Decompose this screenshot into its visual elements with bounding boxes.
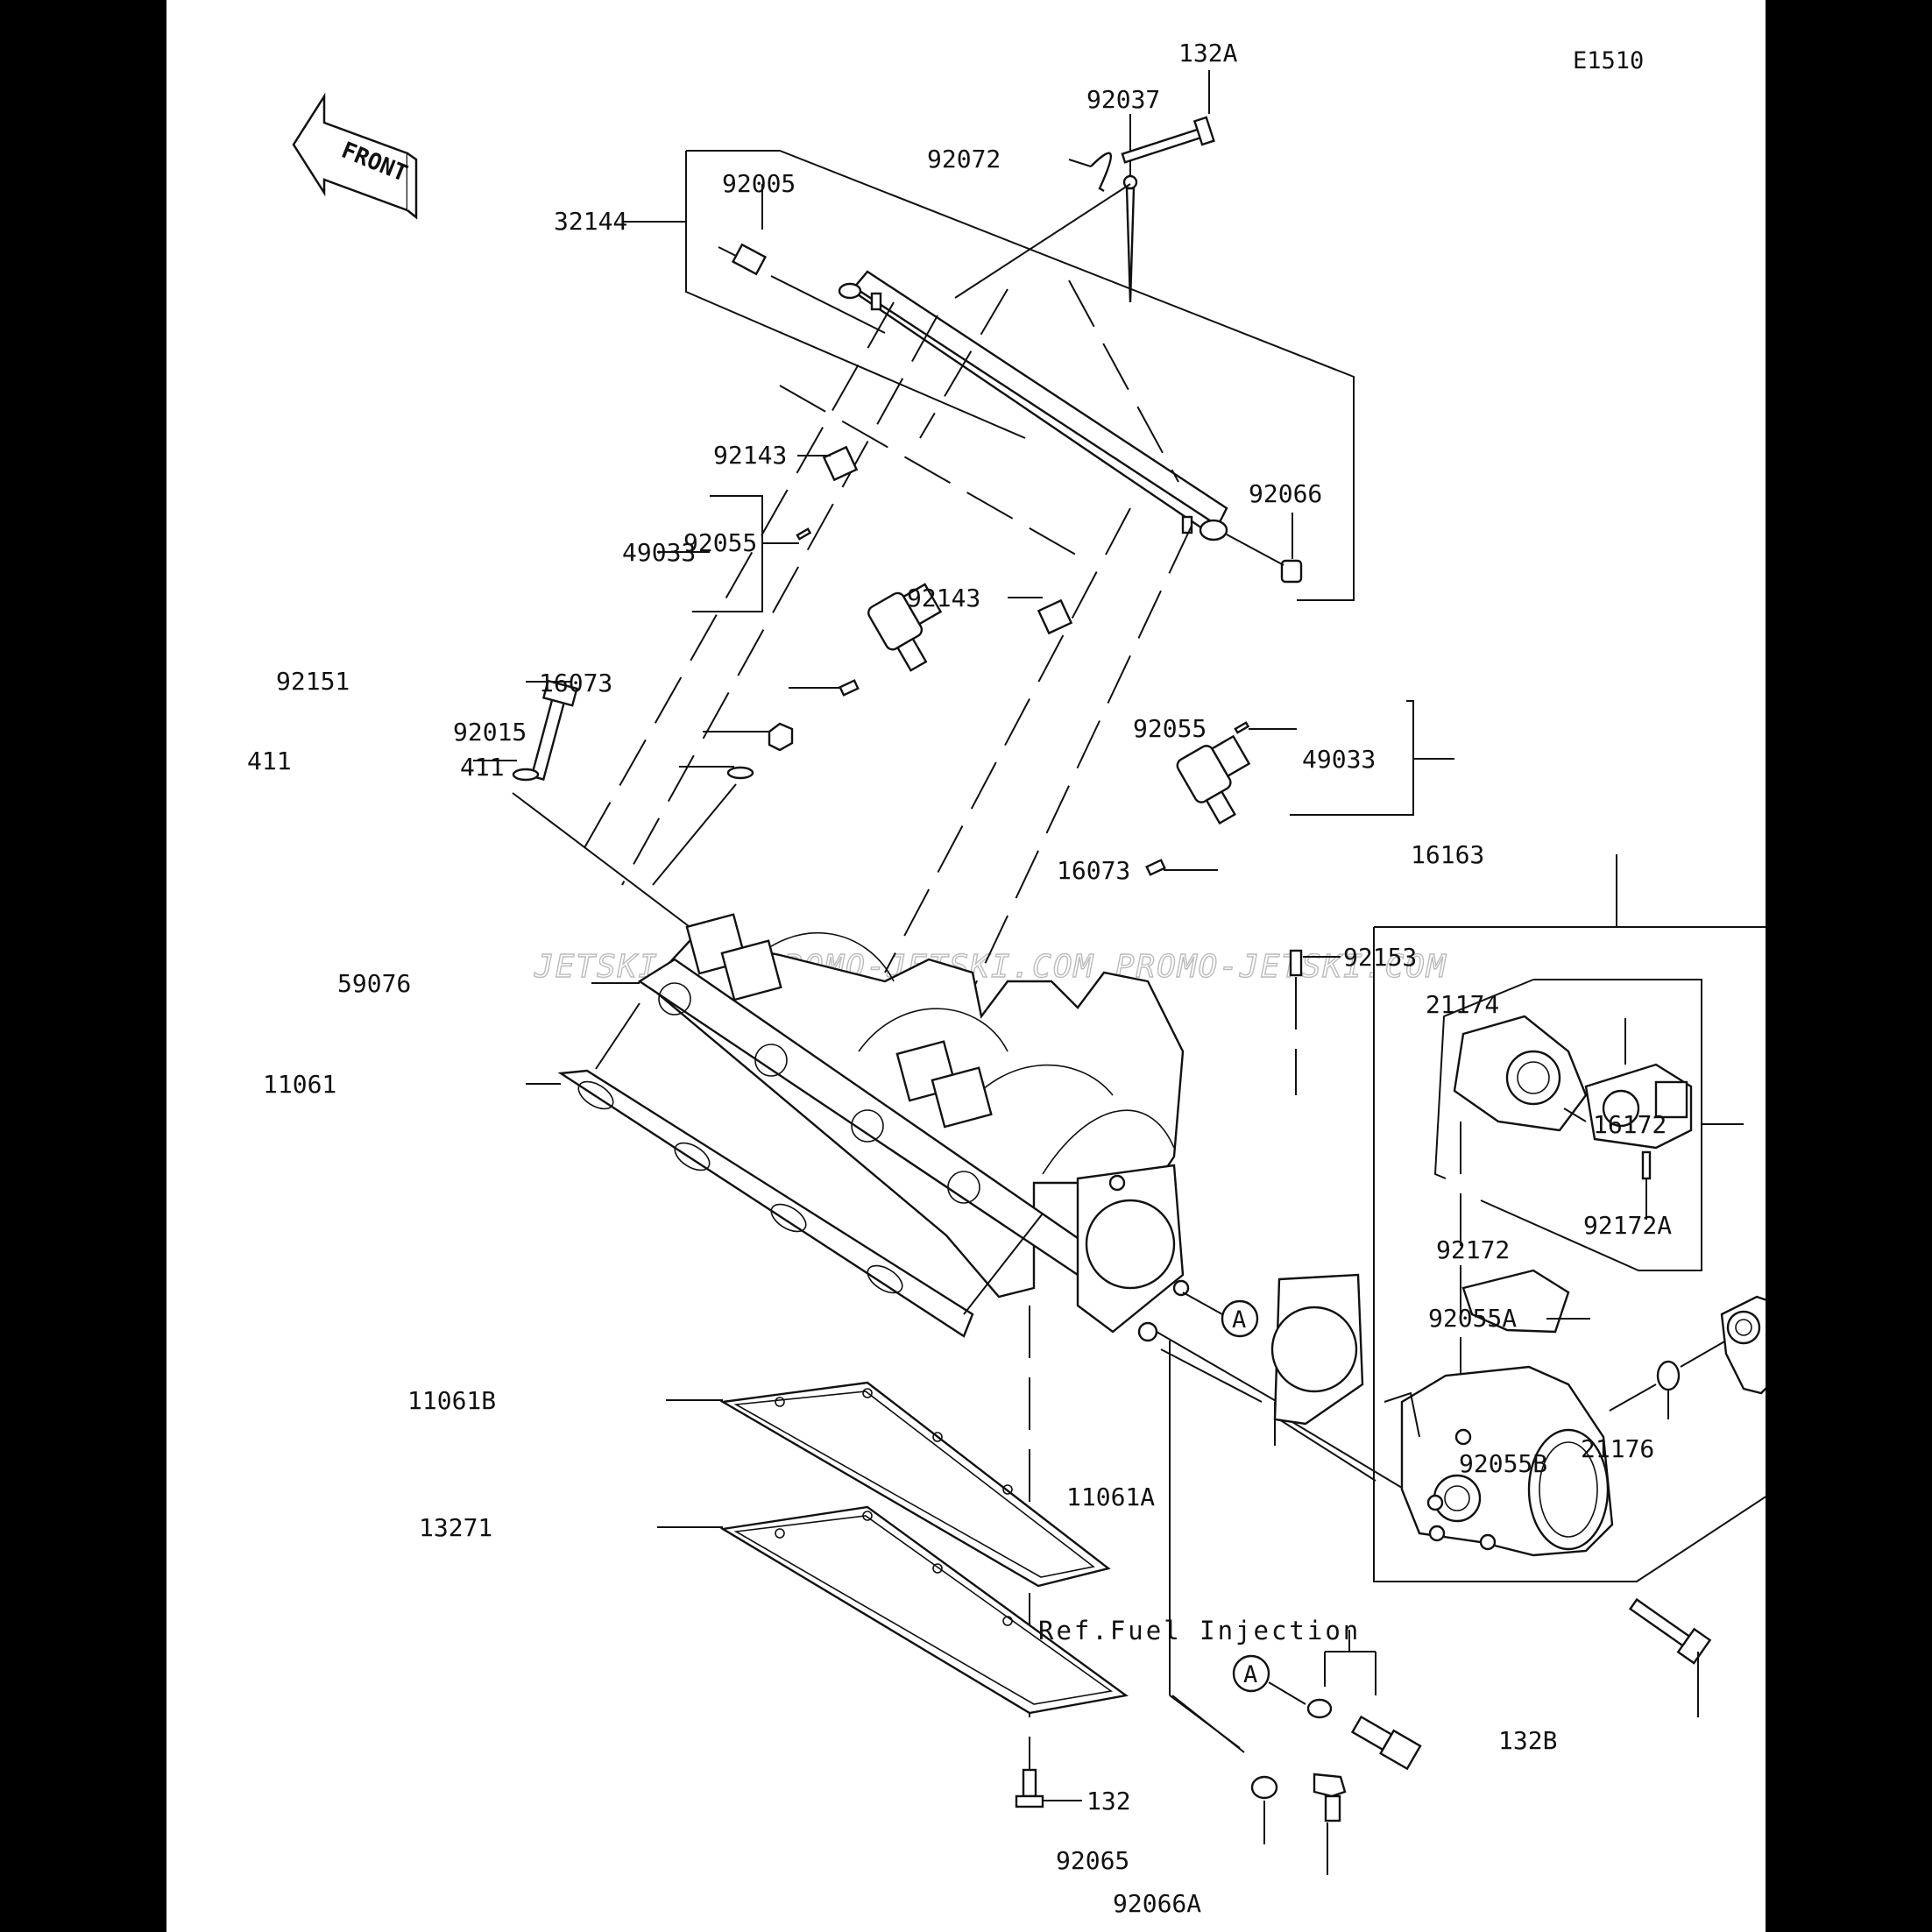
label-16073-upper: 16073 [539,669,612,697]
label-411-left: 411 [247,747,292,775]
front-arrow-icon: FRONT [292,92,418,220]
label-92055A: 92055A [1428,1304,1517,1333]
label-92172: 92172 [1436,1235,1510,1264]
fuel-rail-group [622,70,1355,601]
throttle-body-group [1289,854,1766,1582]
label-92072: 92072 [927,145,1001,173]
parts-diagram: E1510 FRONT JETSKI.COM PROMO-JETSKI.COM … [247,39,1766,1918]
bolt-132B [1628,1597,1712,1717]
circle-marker-a-text: A [1232,1306,1246,1334]
diagram-sheet: E1510 FRONT JETSKI.COM PROMO-JETSKI.COM … [166,0,1766,1932]
label-92065: 92065 [1056,1846,1129,1875]
circle-marker-a-lower-text: A [1243,1661,1257,1688]
label-11061: 11061 [263,1070,336,1099]
label-92037: 92037 [1086,85,1160,114]
label-92055B: 92055B [1459,1449,1547,1478]
label-21174: 21174 [1426,990,1499,1019]
label-13271: 13271 [419,1513,492,1542]
label-92143-lower: 92143 [907,584,980,612]
label-16073-lower: 16073 [1057,856,1130,885]
label-11061A: 11061A [1066,1483,1155,1511]
circle-marker-a: A [1182,1292,1259,1338]
label-92066A: 92066A [1113,1889,1201,1918]
label-16163: 16163 [1411,840,1484,869]
label-92143-upper: 92143 [713,441,787,470]
bolt-132 [1015,1768,1082,1808]
label-92005: 92005 [722,169,796,198]
cover-plates [657,1381,1129,1715]
label-92066: 92066 [1249,479,1322,508]
gasket-11061A [1160,1273,1376,1482]
injector-guides [577,280,1454,991]
label-92172A: 92172A [1583,1211,1672,1240]
label-21176: 21176 [1581,1434,1654,1463]
label-49033-upper: 49033 [622,538,696,567]
label-11061B: 11061B [407,1386,496,1415]
label-92153: 92153 [1343,943,1417,972]
label-92055-lower: 92055 [1133,714,1207,743]
label-411-right: 411 [460,753,505,782]
label-92055-upper: 92055 [683,528,757,557]
gasket-11061 [526,1002,1044,1338]
reference-text: Ref.Fuel Injection [1038,1616,1361,1645]
label-132: 132 [1086,1787,1131,1815]
label-16172: 16172 [1593,1110,1667,1139]
diagram-code: E1510 [1573,47,1644,74]
label-92151: 92151 [276,667,350,696]
label-32144: 32144 [554,207,627,236]
label-132B: 132B [1498,1726,1557,1755]
washer-plug-group: A [1171,1630,1422,1875]
part-labels: 132A 92037 92072 92005 32144 92143 92066… [247,39,1672,1918]
label-59076: 59076 [337,969,411,998]
intake-fasteners [473,679,794,930]
label-49033-lower: 49033 [1302,745,1376,774]
intake-manifold [637,913,1420,1796]
label-92015: 92015 [453,718,527,747]
label-132A: 132A [1178,39,1238,67]
